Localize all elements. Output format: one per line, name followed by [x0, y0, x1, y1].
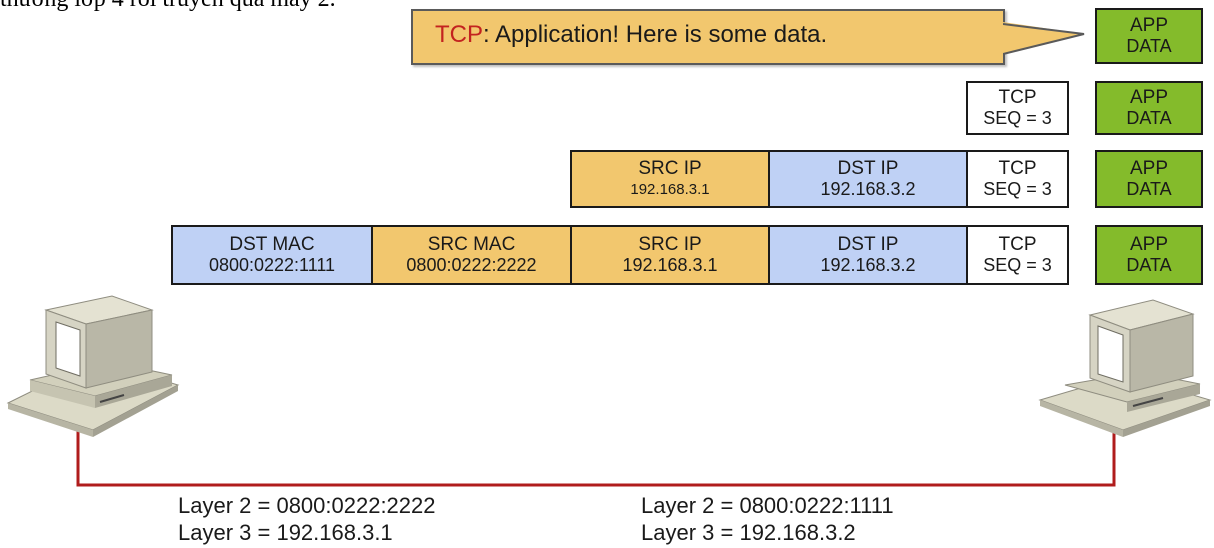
tcp-header-cell: TCP SEQ = 3	[966, 150, 1069, 208]
cell-line-2: SEQ = 3	[983, 108, 1052, 128]
cell-line-1: TCP	[998, 158, 1037, 179]
tcp-header-cell: TCP SEQ = 3	[966, 225, 1069, 285]
cell-line-1: APP	[1129, 15, 1169, 36]
page-caption: thương lớp 4 rồi truyền qua máy 2.	[0, 0, 336, 13]
src-mac-cell: SRC MAC 0800:0222:2222	[371, 225, 572, 285]
cell-line-2: DATA	[1126, 36, 1172, 56]
bubble-text: TCP: Application! Here is some data.	[435, 21, 827, 49]
cell-line-2: 192.168.3.1	[622, 255, 718, 275]
host1-layer3: Layer 3 = 192.168.3.1	[178, 520, 393, 545]
bubble-tail-icon	[1003, 22, 1085, 55]
host2-layer3: Layer 3 = 192.168.3.2	[641, 520, 856, 545]
app-data-cell: APP DATA	[1095, 150, 1203, 208]
cell-line-1: SRC IP	[638, 234, 702, 255]
cell-line-1: APP	[1129, 158, 1169, 179]
cell-line-1: TCP	[998, 87, 1037, 108]
cell-line-2: 192.168.3.1	[630, 181, 710, 198]
app-data-cell: APP DATA	[1095, 81, 1203, 135]
cell-line-1: SRC MAC	[427, 234, 516, 255]
cell-line-2: SEQ = 3	[983, 255, 1052, 275]
cell-line-1: DST IP	[837, 158, 899, 179]
cell-line-1: TCP	[998, 234, 1037, 255]
computer-left-icon	[6, 295, 180, 437]
dst-ip-cell: DST IP 192.168.3.2	[768, 150, 968, 208]
bubble-message: : Application! Here is some data.	[483, 21, 828, 48]
host1-layer2: Layer 2 = 0800:0222:2222	[178, 493, 436, 518]
cell-line-1: SRC IP	[638, 158, 702, 179]
cell-line-2: DATA	[1126, 108, 1172, 128]
dst-mac-cell: DST MAC 0800:0222:1111	[171, 225, 373, 285]
cell-line-2: DATA	[1126, 255, 1172, 275]
cell-line-1: DST MAC	[229, 234, 315, 255]
cell-line-2: DATA	[1126, 179, 1172, 199]
cell-line-2: 192.168.3.2	[820, 179, 916, 199]
computer-right-icon	[1038, 299, 1212, 437]
dst-ip-cell: DST IP 192.168.3.2	[768, 225, 968, 285]
cell-line-2: 0800:0222:2222	[406, 255, 537, 275]
cell-line-2: 0800:0222:1111	[208, 255, 336, 275]
host2-layer2: Layer 2 = 0800:0222:1111	[641, 493, 894, 518]
src-ip-cell: SRC IP 192.168.3.1	[570, 150, 770, 208]
host1-labels: Layer 2 = 0800:0222:2222 Layer 3 = 192.1…	[178, 492, 436, 546]
host2-labels: Layer 2 = 0800:0222:1111 Layer 3 = 192.1…	[641, 492, 894, 546]
app-data-cell: APP DATA	[1095, 8, 1203, 64]
cell-line-1: APP	[1129, 87, 1169, 108]
cell-line-1: DST IP	[837, 234, 899, 255]
tcp-header-cell: TCP SEQ = 3	[966, 81, 1069, 135]
cell-line-2: 192.168.3.2	[820, 255, 916, 275]
src-ip-cell: SRC IP 192.168.3.1	[570, 225, 770, 285]
app-data-cell: APP DATA	[1095, 225, 1203, 285]
cell-line-2: SEQ = 3	[983, 179, 1052, 199]
bubble-prefix: TCP	[435, 21, 483, 48]
cell-line-1: APP	[1129, 234, 1169, 255]
